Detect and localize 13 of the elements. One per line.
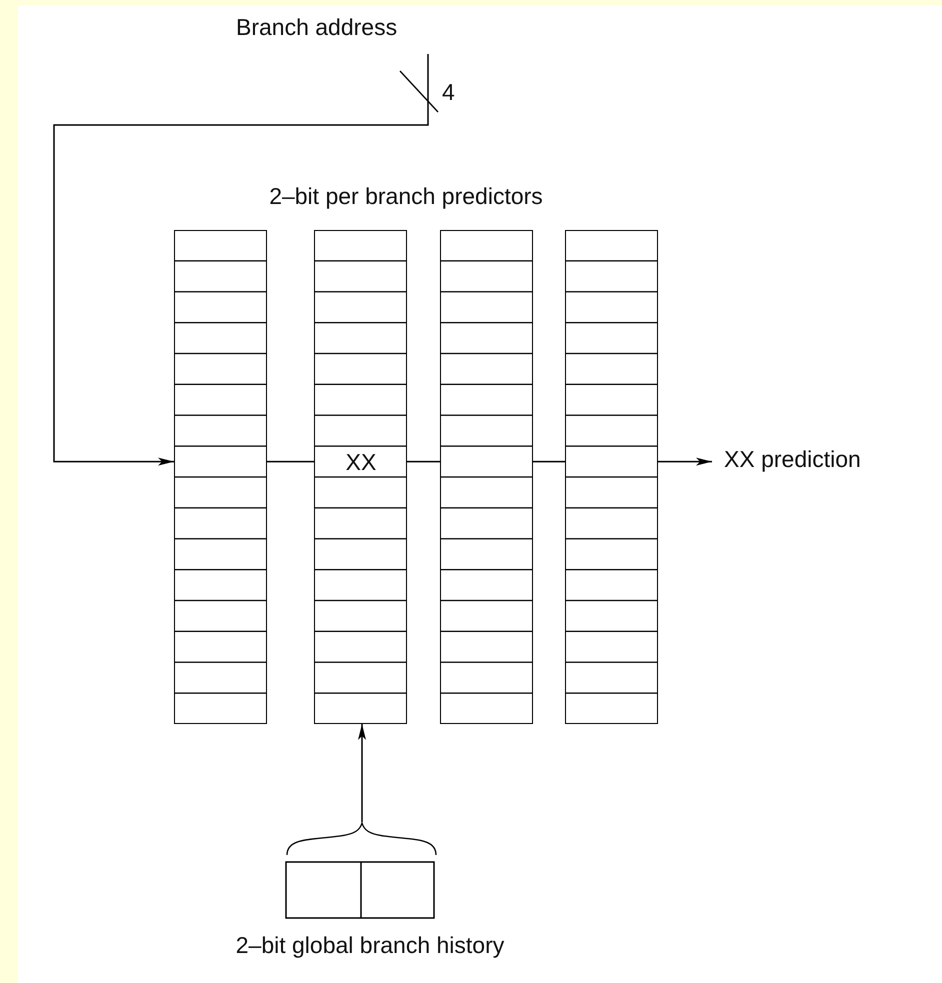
predictor-table <box>565 230 658 724</box>
predictor-table <box>440 230 533 724</box>
bus-width-number: 4 <box>442 79 456 106</box>
register-caption: 2–bit global branch history <box>234 932 506 959</box>
output-label: XX prediction <box>724 446 862 473</box>
predictor-table <box>174 230 267 724</box>
arrow <box>53 54 429 466</box>
table-heading: 2–bit per branch predictors <box>268 183 544 210</box>
predictor-table <box>314 230 407 724</box>
entry-value: XX <box>344 449 378 476</box>
arrow <box>358 724 366 822</box>
arrow <box>658 458 712 466</box>
input-label: Branch address <box>236 14 398 41</box>
